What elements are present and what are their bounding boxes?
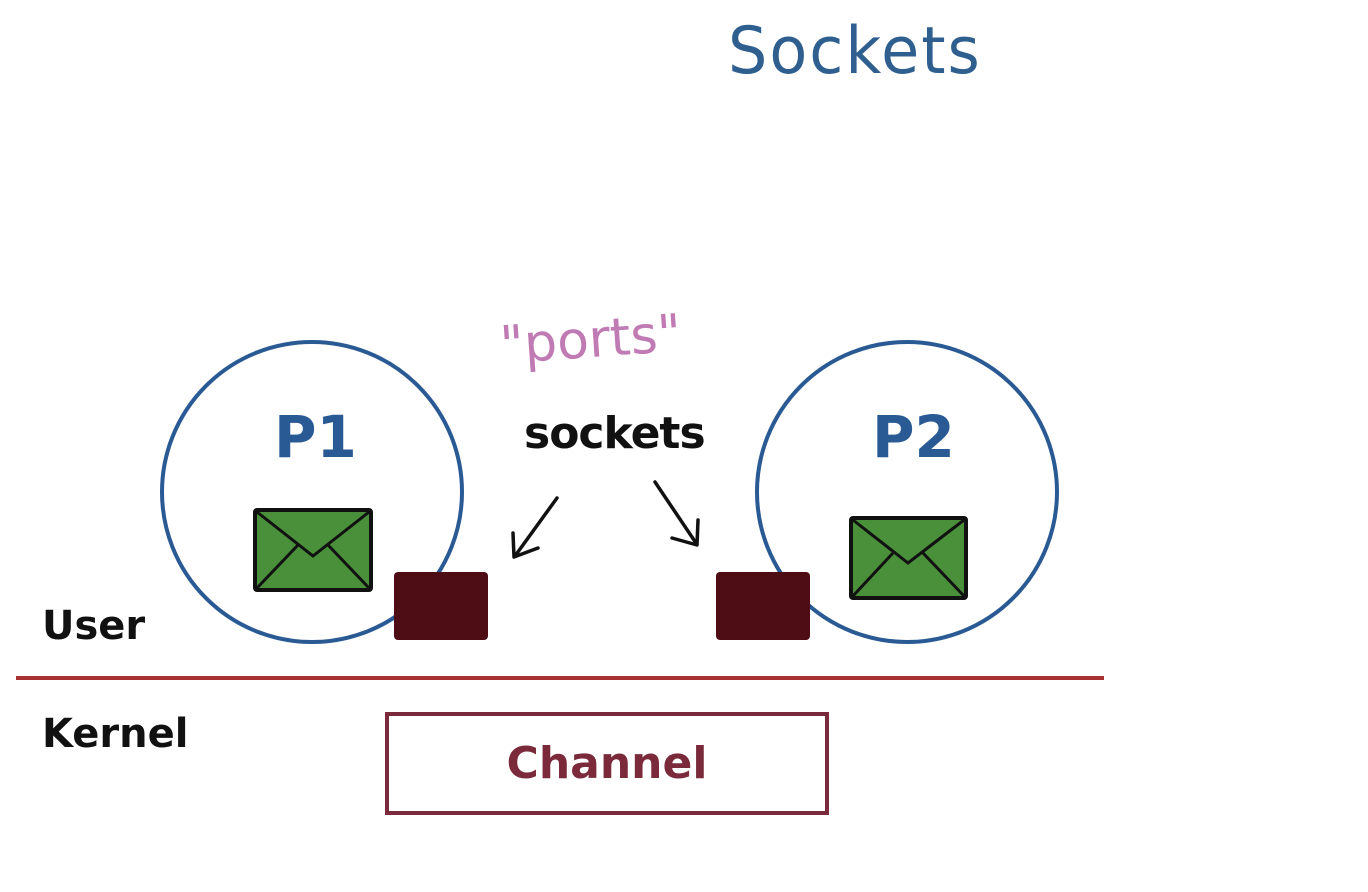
process-p1-circle bbox=[160, 340, 464, 644]
process-p2-circle bbox=[755, 340, 1059, 644]
channel-label: Channel bbox=[506, 738, 708, 789]
arrow-to-p2-socket-icon bbox=[653, 480, 700, 547]
p1-socket-block bbox=[394, 572, 488, 640]
p2-envelope-icon bbox=[849, 516, 968, 600]
process-p1-label: P1 bbox=[274, 403, 357, 471]
ports-annotation: "ports" bbox=[498, 303, 684, 377]
sockets-annotation: sockets bbox=[524, 408, 706, 459]
kernel-layer-label: Kernel bbox=[42, 711, 189, 757]
p1-envelope-icon bbox=[253, 508, 373, 592]
arrow-to-p1-socket-icon bbox=[511, 496, 559, 559]
diagram-title: Sockets bbox=[728, 12, 982, 89]
p2-socket-block bbox=[716, 572, 810, 640]
kernel-channel-box: Channel bbox=[385, 712, 829, 815]
process-p2-label: P2 bbox=[872, 403, 955, 471]
user-layer-label: User bbox=[42, 603, 146, 649]
